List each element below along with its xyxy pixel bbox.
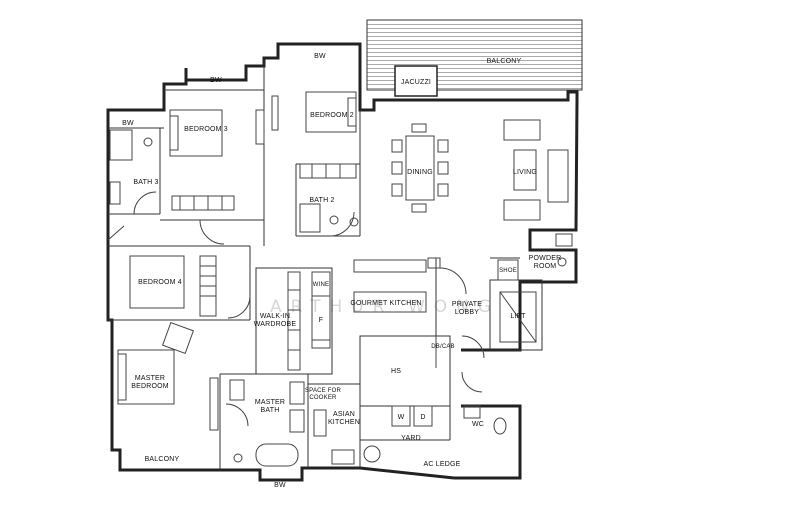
ac-ledge-label: AC LEDGE [424, 461, 461, 468]
walkin-wardrobe-label-line1: WALK-IN [260, 313, 290, 320]
bath3-label: BATH 3 [133, 179, 158, 186]
db-cab-label: DB/CAB [431, 344, 455, 350]
balcony-bottom-label: BALCONY [145, 456, 180, 463]
gourmet-kitchen-label: GOURMET KITCHEN [350, 300, 421, 307]
powder-room-label-line2: ROOM [534, 263, 557, 270]
dryer-label: D [420, 414, 425, 421]
bw-label-top: BW [314, 53, 326, 60]
door-swings [107, 191, 485, 427]
outer-walls [106, 42, 579, 482]
master-bedroom-label-line2: BEDROOM [131, 383, 169, 390]
living-label: LIVING [513, 169, 537, 176]
powder-room-label-line1: POWDER [529, 255, 562, 262]
hs-label: HS [391, 368, 401, 375]
asian-kitchen-label-line2: KITCHEN [328, 419, 360, 426]
master-bath-label-line1: MASTER [255, 399, 285, 406]
bedroom3-label: BEDROOM 3 [184, 126, 228, 133]
yard-label: YARD [401, 435, 421, 442]
walkin-wardrobe-label-line2: WARDROBE [254, 321, 297, 328]
fridge-label: F [319, 317, 323, 324]
master-bath-label-line2: BATH [261, 407, 280, 414]
wine-label: WINE [313, 282, 329, 288]
bw-label-small: BW [122, 120, 134, 127]
bedroom4-label: BEDROOM 4 [138, 279, 182, 286]
bw-label-top-left: BW [210, 77, 222, 84]
furniture [109, 91, 573, 467]
private-lobby-label-line2: LOBBY [455, 309, 479, 316]
bedroom2-label: BEDROOM 2 [310, 112, 354, 119]
wc-label: WC [472, 421, 484, 428]
washer-label: W [398, 414, 405, 421]
asian-kitchen-label-line1: ASIAN [333, 411, 355, 418]
room-labels: BW BW BW BW BALCONY JACUZZI BEDROOM 3 BE… [122, 53, 561, 489]
bath2-label: BATH 2 [309, 197, 334, 204]
master-bedroom-label-line1: MASTER [135, 375, 165, 382]
balcony-top-label: BALCONY [487, 58, 522, 65]
private-lobby-label-line1: PRIVATE [452, 301, 482, 308]
lift-label: LIFT [510, 313, 526, 320]
shoe-label: SHOE [499, 268, 517, 274]
jacuzzi-outline [394, 65, 438, 97]
space-for-cooker-label-line2: COOKER [309, 395, 337, 401]
bw-label-bottom: BW [274, 482, 286, 489]
space-for-cooker-label-line1: SPACE FOR [305, 388, 341, 394]
jacuzzi-label: JACUZZI [401, 79, 431, 86]
interior-walls [108, 60, 543, 470]
dining-label: DINING [407, 169, 433, 176]
